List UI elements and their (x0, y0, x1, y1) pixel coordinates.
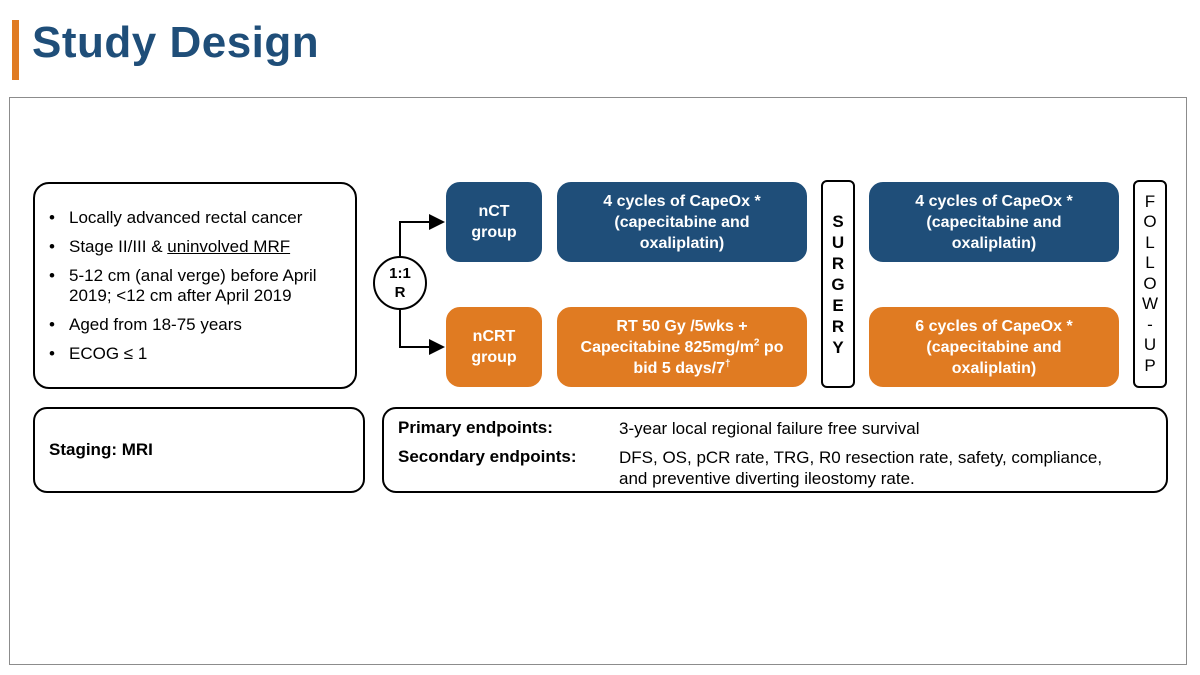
endpoints-box: Primary endpoints: 3-year local regional… (382, 407, 1168, 493)
ncrt-preop-treatment: RT 50 Gy /5wks + Capecitabine 825mg/m2 p… (557, 307, 807, 387)
follow-up-letter: O (1143, 273, 1157, 293)
nct-preop-treatment: 4 cycles of CapeOx * (capecitabine and o… (557, 182, 807, 262)
follow-up-letter: U (1143, 335, 1157, 355)
criterion-item: Stage II/III & uninvolved MRF (49, 237, 339, 257)
surgery-letter: S (832, 211, 844, 231)
surgery-letter: R (831, 253, 845, 273)
ncrt-group-box: nCRT group (446, 307, 542, 387)
arrow-to-ncrt (399, 310, 445, 355)
arrow-to-nct (399, 214, 445, 256)
nct-postop-treatment: 4 cycles of CapeOx * (capecitabine and o… (869, 182, 1119, 262)
nct-group-box: nCT group (446, 182, 542, 262)
eligibility-criteria-box: Locally advanced rectal cancer Stage II/… (33, 182, 357, 389)
follow-up-letter: F (1144, 191, 1156, 211)
criterion-item: ECOG ≤ 1 (49, 344, 339, 364)
follow-up-letter: L (1145, 253, 1155, 273)
follow-up-letter: L (1145, 232, 1155, 252)
randomization-letter: R (394, 284, 406, 301)
follow-up-letter: - (1147, 314, 1153, 334)
surgery-letter: Y (832, 337, 844, 357)
surgery-letter: G (831, 274, 845, 294)
content-frame (9, 97, 1187, 665)
page-title: Study Design (32, 18, 320, 67)
criterion-item: Locally advanced rectal cancer (49, 208, 339, 228)
follow-up-letter: P (1144, 355, 1156, 375)
primary-endpoints-value: 3-year local regional failure free survi… (619, 419, 920, 438)
randomization-circle: 1:1 R (373, 256, 427, 310)
randomization-ratio: 1:1 (389, 265, 411, 282)
staging-box: Staging: MRI (33, 407, 365, 493)
surgery-letter: E (832, 295, 844, 315)
surgery-letter: U (831, 232, 845, 252)
secondary-endpoints-value: DFS, OS, pCR rate, TRG, R0 resection rat… (619, 448, 1103, 488)
staging-text: Staging: MRI (49, 440, 153, 459)
secondary-endpoints-label: Secondary endpoints: (398, 447, 577, 466)
primary-endpoints-label: Primary endpoints: (398, 418, 553, 437)
surgery-letter: R (831, 316, 845, 336)
criterion-item: Aged from 18-75 years (49, 315, 339, 335)
follow-up-letter: O (1143, 212, 1157, 232)
follow-up-letter: W (1141, 294, 1159, 314)
ncrt-postop-treatment: 6 cycles of CapeOx * (capecitabine and o… (869, 307, 1119, 387)
title-accent-bar (12, 20, 19, 80)
criterion-item: 5-12 cm (anal verge) before April 2019; … (49, 266, 339, 306)
